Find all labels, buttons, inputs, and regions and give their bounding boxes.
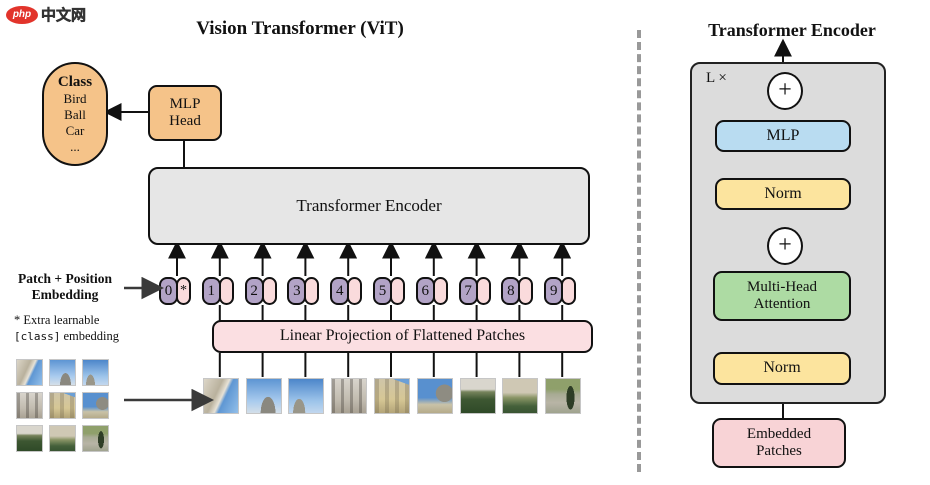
patch-embedding-pill: [390, 277, 405, 305]
footnote-line2-rest: embedding: [60, 328, 120, 343]
input-image-patch-grid: [16, 359, 109, 452]
mlp-label: MLP: [766, 126, 800, 144]
token-embedding-6: 6: [415, 277, 448, 305]
mlp-head-box: MLP Head: [148, 85, 222, 141]
patch-embedding-pill: [475, 277, 491, 305]
patch-embedding-pill: [261, 277, 277, 305]
grid-patch-9: [82, 425, 109, 452]
multi-head-attention-block: Multi-Head Attention: [713, 271, 851, 321]
position-pill-1: 1: [201, 277, 221, 305]
token-embedding-9: 9: [544, 277, 577, 305]
norm-block-top: Norm: [715, 178, 851, 210]
right-panel-title: Transformer Encoder: [708, 20, 876, 40]
mha-line2: Attention: [753, 296, 811, 312]
class-item-car: Car: [65, 123, 85, 139]
image-patch-6: [416, 378, 453, 414]
token-embedding-5: 5: [373, 277, 405, 305]
watermark-site-text: 中文网: [41, 7, 87, 25]
grid-patch-8: [49, 425, 76, 452]
mlp-head-line2: Head: [169, 113, 201, 129]
norm-label: Norm: [763, 359, 801, 377]
residual-add-icon: +: [767, 227, 803, 265]
patch-embedding-pill: [304, 277, 320, 305]
position-pill-3: 3: [287, 277, 307, 305]
class-token-footnote: * Extra learnable [class] embedding: [14, 313, 154, 344]
token-embedding-4: 4: [330, 277, 363, 305]
image-patch-2: [245, 378, 282, 414]
embedded-line2: Patches: [756, 443, 802, 459]
class-output-box: Class Bird Ball Car ...: [42, 62, 108, 166]
patch-embedding-pill: [218, 277, 234, 305]
norm-label: Norm: [764, 184, 802, 202]
image-patch-9: [545, 378, 582, 414]
mha-line1: Multi-Head: [747, 278, 817, 295]
patch-position-embedding-label: Patch + Position Embedding: [6, 271, 124, 303]
patch-pos-line1: Patch + Position: [18, 271, 112, 286]
residual-add-icon: +: [767, 72, 803, 110]
embedded-line1: Embedded: [746, 425, 812, 442]
position-pill-6: 6: [415, 277, 435, 305]
image-patch-1: [202, 378, 239, 414]
grid-patch-7: [16, 425, 43, 452]
image-patch-5: [374, 378, 410, 414]
class-token-pill: *: [176, 277, 191, 305]
patch-embedding-pill: [518, 277, 534, 305]
class-item-ellipsis: ...: [70, 139, 80, 154]
mlp-block: MLP: [715, 120, 851, 152]
image-patch-7: [459, 378, 496, 414]
layers-repeat-label: L ×: [706, 70, 727, 86]
grid-patch-2: [49, 359, 76, 386]
mlp-head-line1: MLP: [169, 95, 201, 112]
footnote-line1: * Extra learnable: [14, 313, 100, 327]
token-embedding-7: 7: [458, 277, 491, 305]
patch-pos-line2: Embedding: [31, 287, 99, 303]
image-patch-4: [331, 378, 368, 414]
php-cn-watermark[interactable]: php 中文网: [6, 4, 86, 25]
linear-projection-label: Linear Projection of Flattened Patches: [279, 327, 526, 345]
image-patch-8: [502, 378, 539, 414]
grid-patch-3: [82, 359, 109, 386]
transformer-encoder-box: Transformer Encoder: [148, 167, 590, 245]
token-embedding-8: 8: [501, 277, 534, 305]
token-embedding-3: 3: [287, 277, 320, 305]
grid-patch-5: [49, 392, 76, 419]
image-patch-3: [288, 378, 325, 414]
position-pill-2: 2: [244, 277, 264, 305]
grid-patch-6: [82, 392, 109, 419]
token-embedding-1: 1: [201, 277, 234, 305]
token-embedding-0: 0*: [159, 277, 191, 305]
linear-projection-box: Linear Projection of Flattened Patches: [212, 320, 593, 353]
grid-patch-4: [16, 392, 43, 419]
class-token-code: [class]: [14, 329, 61, 343]
left-panel-title: Vision Transformer (ViT): [196, 18, 404, 39]
patch-embedding-pill: [561, 277, 577, 305]
grid-patch-1: [16, 359, 43, 386]
class-item-bird: Bird: [63, 91, 87, 107]
patch-embedding-pill: [432, 277, 448, 305]
panel-divider-dashed-line: [637, 30, 641, 472]
transformer-encoder-label: Transformer Encoder: [296, 196, 442, 216]
class-item-ball: Ball: [64, 107, 86, 123]
class-box-title: Class: [57, 74, 93, 91]
token-embedding-2: 2: [244, 277, 277, 305]
php-logo-icon: php: [6, 5, 38, 24]
embedded-patches-box: Embedded Patches: [712, 418, 846, 468]
footnote-line2: [class] embedding: [14, 329, 154, 345]
patch-embedding-pill: [347, 277, 363, 305]
norm-block-bottom: Norm: [713, 352, 851, 385]
position-pill-7: 7: [458, 277, 478, 305]
